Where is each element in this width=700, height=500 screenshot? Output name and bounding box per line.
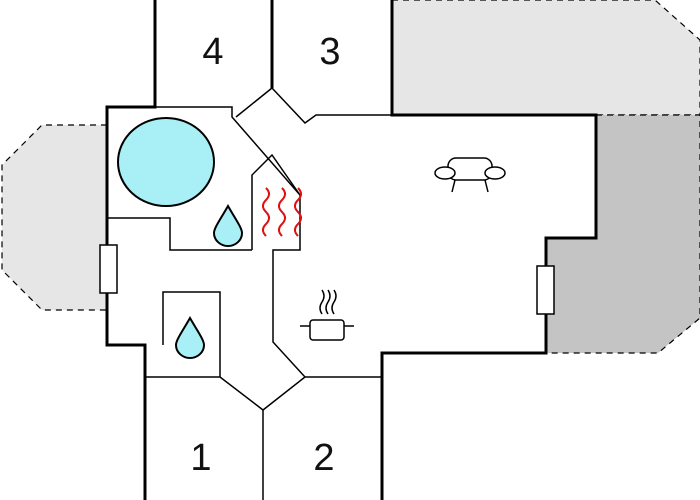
terrace-left [1,124,108,311]
window-icon [536,265,555,315]
window-icon [99,244,118,294]
water-drop-icon [212,203,244,247]
sofa-icon [434,157,506,193]
outer-wall-top [380,0,598,500]
room-label-1: 1 [190,437,211,479]
room-label-4: 4 [202,31,223,73]
interior-walls [107,87,392,500]
terrace-top-right [391,0,700,116]
terrace-right [545,114,700,354]
room-label-2: 2 [313,437,334,479]
bathtub-icon [117,117,215,207]
outer-wall-left [105,0,157,500]
cooking-pot-icon [300,289,354,341]
water-drop-icon [174,315,206,359]
sauna-heat-icon [262,187,302,237]
room-label-3: 3 [319,31,340,73]
